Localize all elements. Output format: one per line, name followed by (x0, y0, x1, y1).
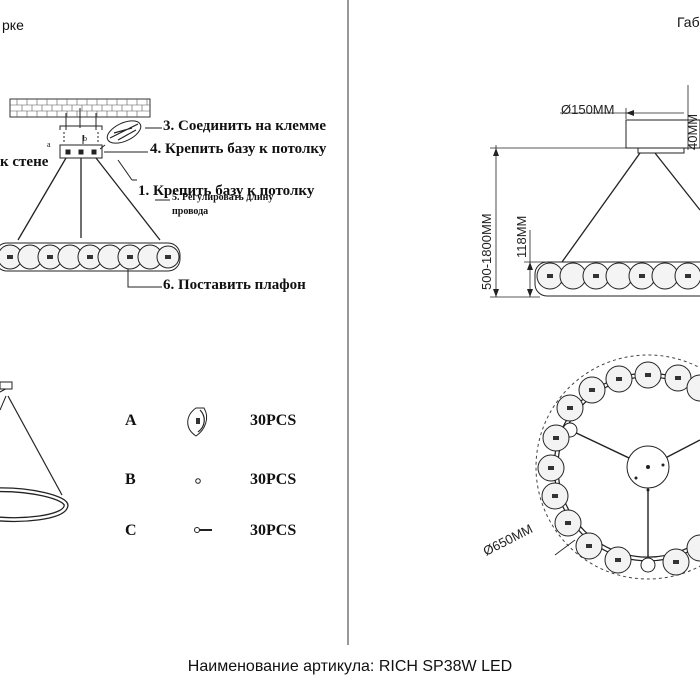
ring-side-view (0, 242, 181, 272)
ring-height-label: 118MM (514, 216, 529, 258)
terminal-connector-icon (99, 120, 142, 150)
step-5-label-line2: провода (172, 206, 209, 217)
dimension-lines (490, 85, 700, 298)
small-label-a: a (47, 140, 51, 149)
step-6-label: 6. Поставить плафон (163, 277, 306, 293)
wall-label: к стене (0, 154, 49, 170)
suspension-wires (17, 157, 161, 241)
step-4-label: 4. Крепить базу к потолку (150, 141, 327, 157)
part-b-qty: 30PCS (250, 471, 297, 488)
left-section-title: рке (2, 17, 24, 33)
dimension-arrows (493, 110, 634, 297)
step-1-label: 1. Крепить базу к потолку (138, 183, 315, 199)
small-label-b: b (83, 134, 87, 143)
crystal-clip-icon (187, 407, 208, 437)
suspension-length-label: 500-1800MM (479, 213, 494, 290)
small-ring-icon (195, 478, 201, 484)
ring-top-view (535, 354, 700, 580)
step-5-label: 5. Регулировать длину (172, 192, 274, 203)
part-a-letter: A (125, 412, 137, 429)
right-ring-side-view (534, 261, 700, 297)
pin-icon (194, 527, 212, 533)
part-b-letter: B (125, 471, 136, 488)
step-3-label: 3. Соединить на клемме (163, 118, 327, 134)
part-c-letter: C (125, 522, 137, 539)
ring-perspective-view (0, 381, 69, 522)
right-section-title: Габ (677, 14, 700, 30)
article-name-footer: Наименование артикула: RICH SP38W LED (187, 658, 513, 675)
part-c-qty: 30PCS (250, 522, 297, 539)
canopy-height-label: 40MM (685, 114, 700, 150)
leader-lines (104, 127, 170, 288)
ring-diameter-label: Ø650MM (481, 521, 535, 559)
part-a-qty: 30PCS (250, 412, 297, 429)
canopy-diameter-label: Ø150MM (561, 102, 614, 117)
right-suspension-wires (561, 152, 700, 263)
